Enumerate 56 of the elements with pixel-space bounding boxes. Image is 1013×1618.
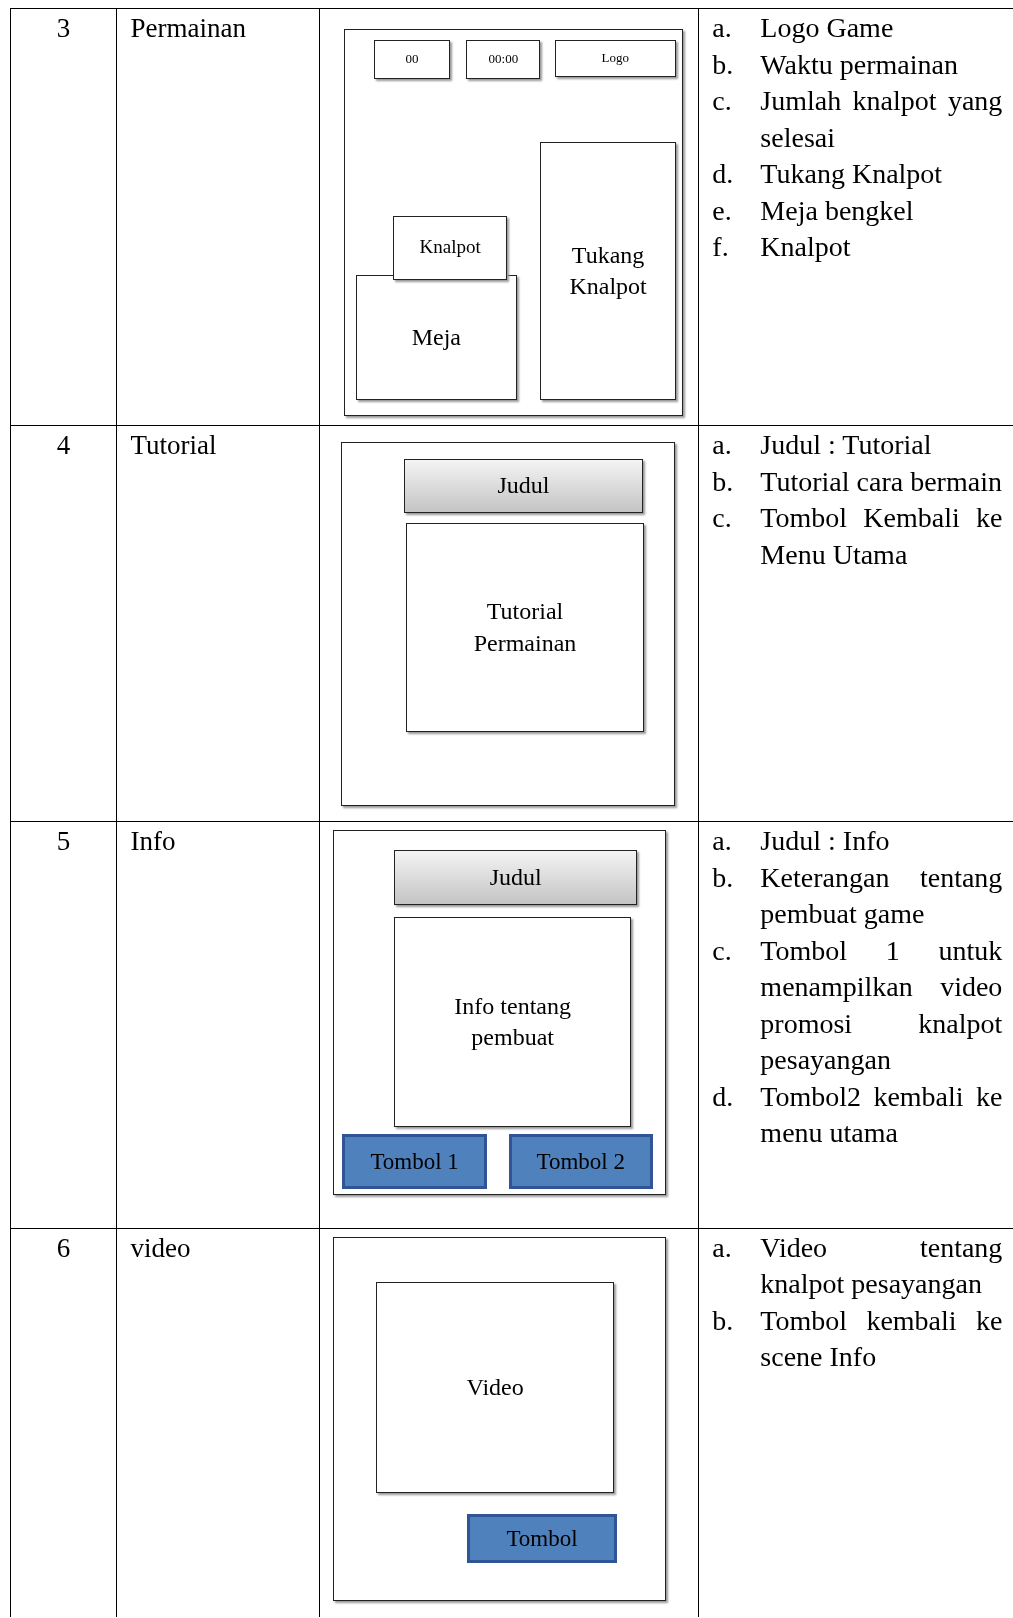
list-marker: b. (712, 47, 735, 82)
description-text: Meja bengkel (760, 193, 915, 228)
list-marker: c. (712, 501, 733, 535)
description-text: Jumlah knalpot yang selesai (760, 84, 1003, 155)
description-text: Tombol Kembali ke Menu Utama (760, 501, 1003, 572)
title-bar: Judul (394, 849, 638, 905)
list-marker: b. (712, 860, 735, 895)
row-number: 3 (55, 13, 72, 44)
description-text: Tombol2 kembali ke menu utama (760, 1079, 1003, 1151)
timer-box: 00:00 (466, 40, 541, 80)
scene-name: Permainan (130, 13, 247, 44)
video-box: Video (376, 1282, 614, 1493)
description-text: Waktu permainan (760, 47, 959, 82)
list-marker: a. (712, 824, 733, 859)
row-number: 4 (55, 430, 72, 460)
scene-name: Info (130, 826, 177, 857)
screen-frame (333, 1236, 667, 1601)
description-text: Video tentang knalpot pesayangan (760, 1230, 1003, 1302)
list-marker: a. (712, 11, 733, 46)
list-marker: a. (712, 1230, 733, 1265)
screen-frame (341, 441, 675, 806)
content-box: Tutorial Permainan (406, 522, 644, 733)
list-marker: b. (712, 1303, 735, 1338)
screen-frame (333, 830, 667, 1195)
exhaust-box: Knalpot (392, 215, 508, 280)
description-text: Tombol 1 untuk menampilkan video promosi knalpot pesayangan (760, 933, 1003, 1078)
description-text: Logo Game (760, 11, 895, 46)
content-box: Info tentang pembuat (394, 917, 632, 1128)
list-marker: e. (712, 193, 733, 228)
description-text: Tukang Knalpot (760, 157, 944, 192)
title-bar: Judul (404, 459, 643, 513)
description-text: Judul : Info (760, 824, 891, 859)
table-box: Meja (355, 275, 517, 401)
screen-frame (343, 28, 683, 416)
row-number: 6 (55, 1232, 72, 1263)
scene-name: Tutorial (130, 430, 218, 460)
list-marker: d. (712, 157, 735, 192)
score-box: 00 (374, 40, 450, 80)
button: Tombol (467, 1514, 617, 1563)
list-marker: d. (712, 1079, 735, 1114)
placeholder-box: Logo (554, 40, 676, 78)
list-marker: b. (712, 464, 735, 499)
character-box: Tukang Knalpot (540, 142, 676, 401)
description-text: Keterangan tentang pembuat game (760, 860, 1003, 932)
scene-name: video (130, 1232, 192, 1263)
list-marker: c. (712, 84, 733, 119)
row-number: 5 (55, 826, 72, 857)
description-text: Judul : Tutorial (760, 428, 933, 462)
list-marker: a. (712, 428, 733, 462)
description-text: Tombol kembali ke scene Info (760, 1303, 1003, 1375)
description-text: Knalpot (760, 230, 852, 265)
list-marker: c. (712, 933, 733, 968)
button: Tombol 1 (342, 1133, 487, 1190)
description-text: Tutorial cara bermain (760, 464, 1003, 499)
list-marker: f. (712, 230, 730, 265)
button: Tombol 2 (508, 1133, 653, 1190)
